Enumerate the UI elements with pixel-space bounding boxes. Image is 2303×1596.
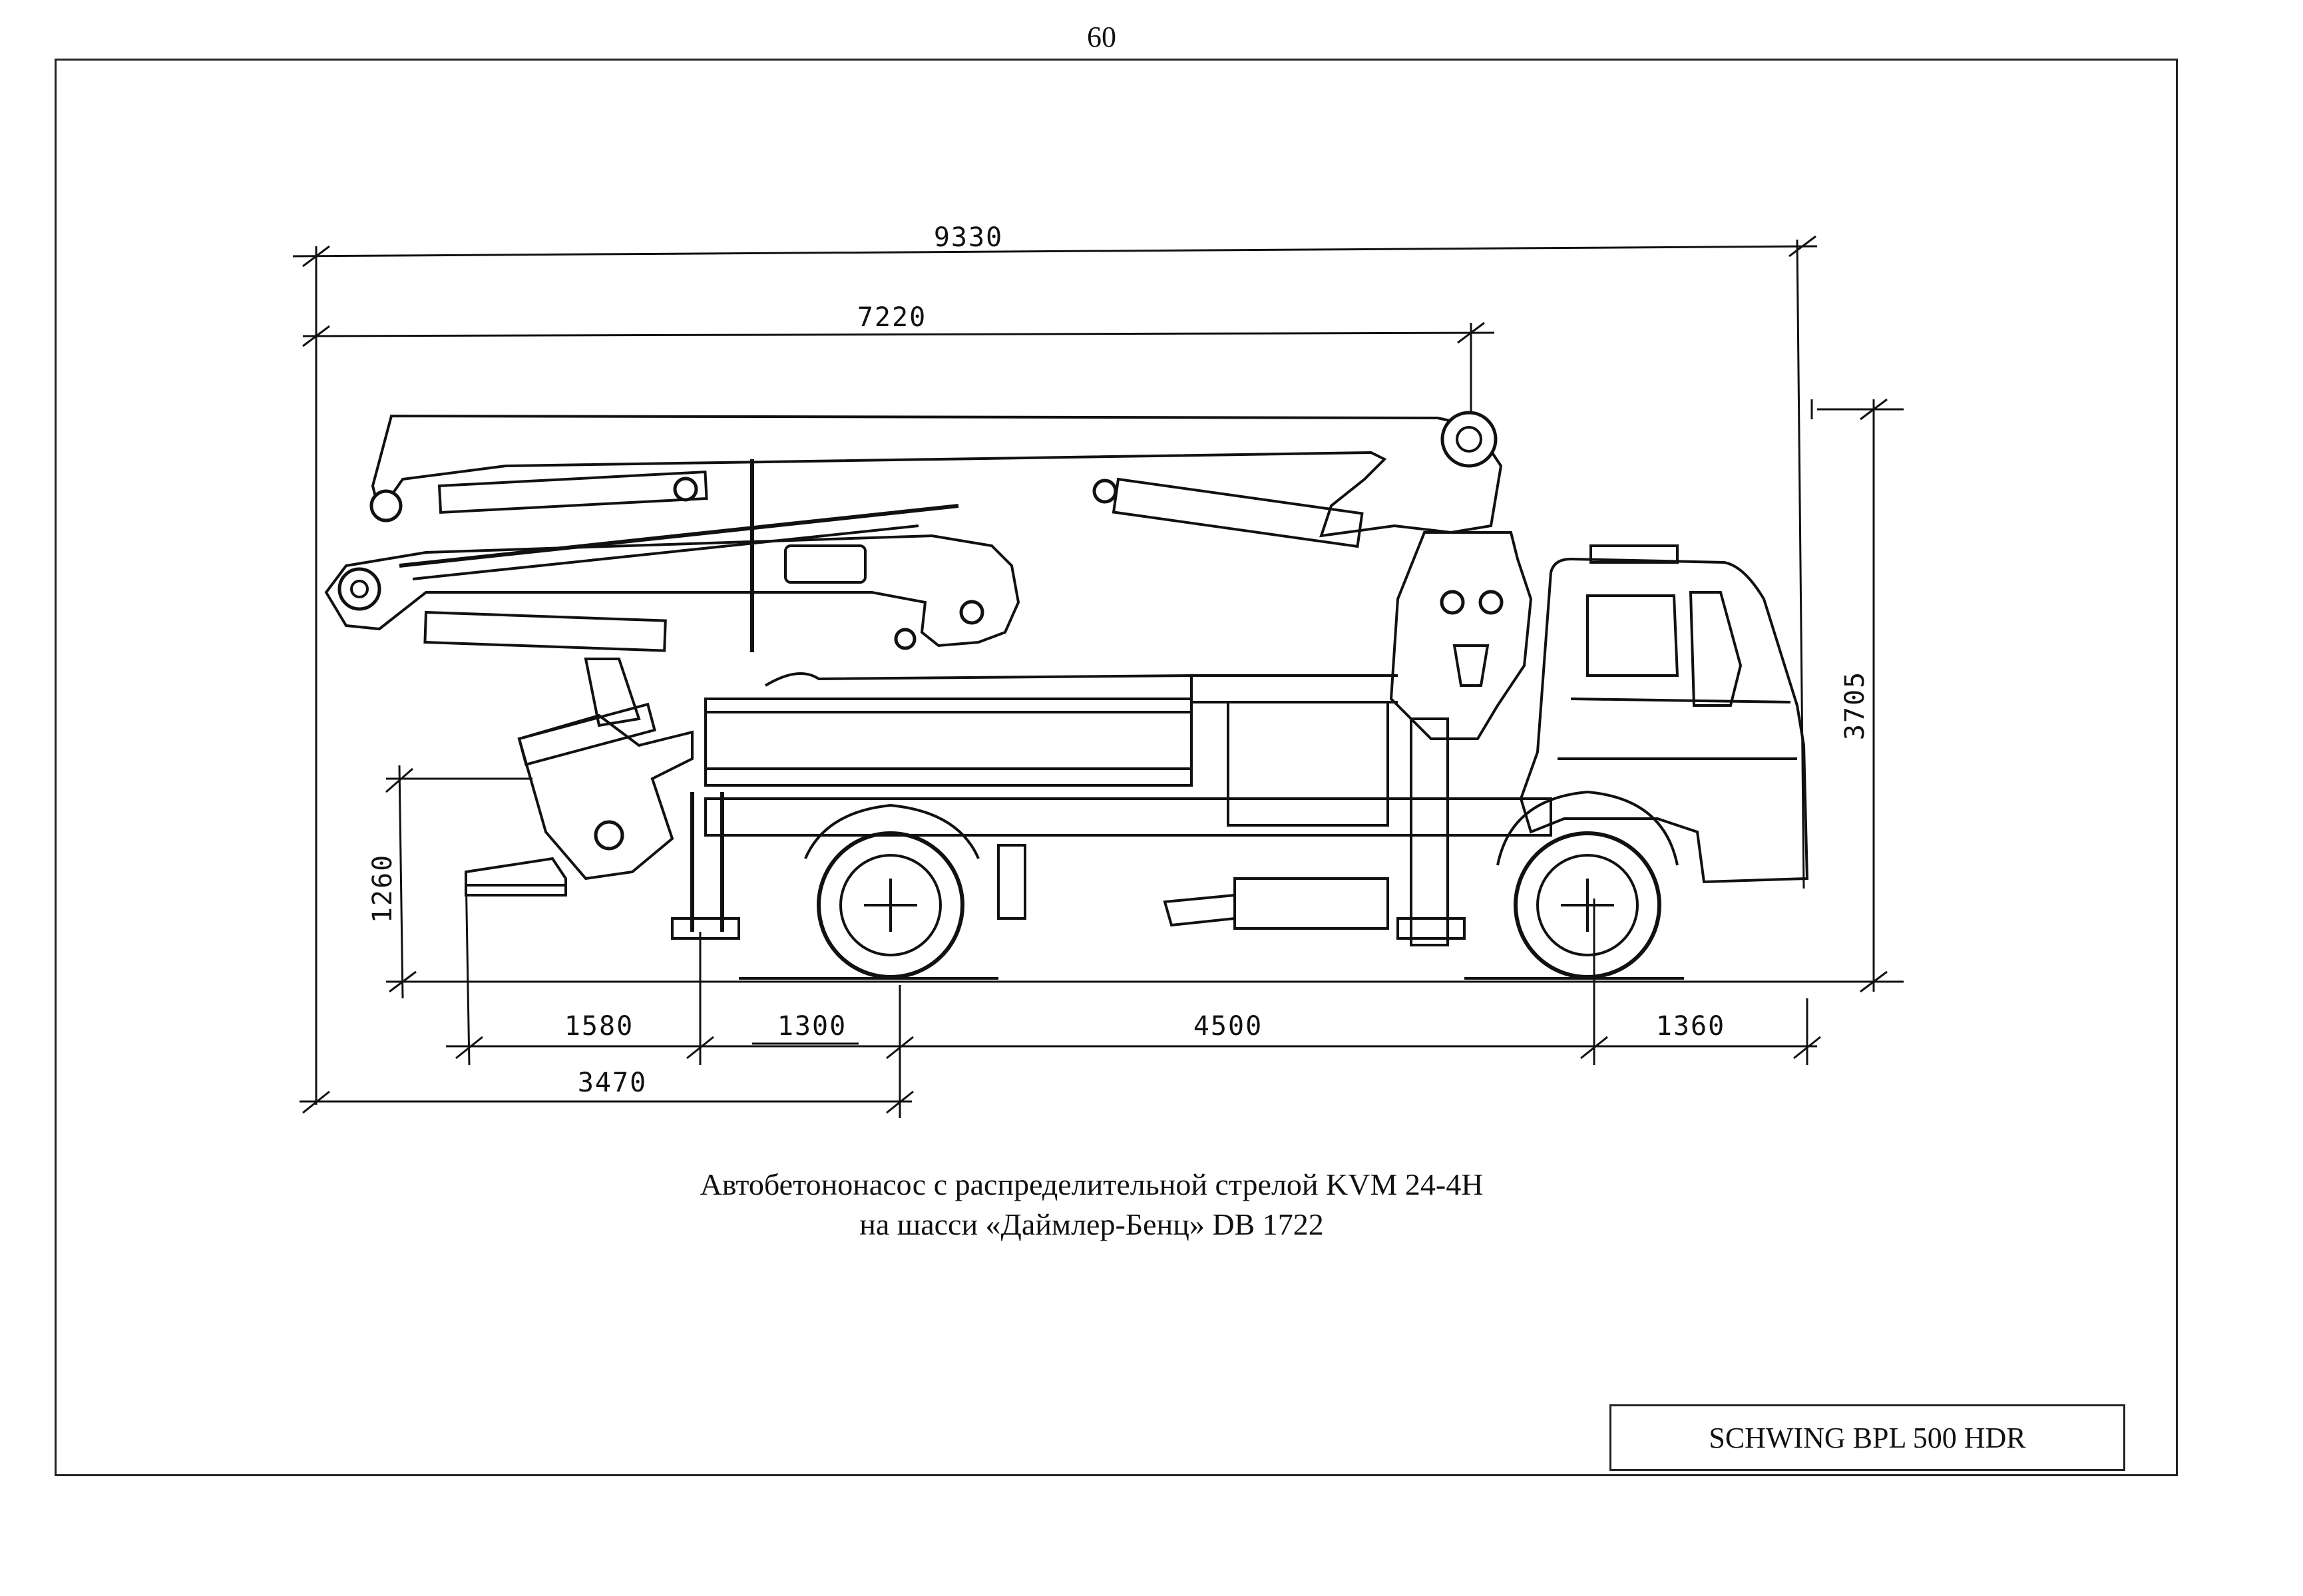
dim-1360: 1360: [1656, 1011, 1725, 1042]
caption-line-2: на шасси «Даймлер-Бенц» DB 1722: [859, 1207, 1324, 1241]
chassis-frame: [704, 797, 1552, 837]
drawing-frame: [55, 59, 2178, 1476]
caption-line-1: Автобетононасос с распределительной стре…: [700, 1167, 1484, 1201]
model-name: SCHWING BPL 500 HDR: [1709, 1421, 2026, 1454]
equipment-box: [1227, 701, 1389, 827]
dim-3470: 3470: [578, 1068, 647, 1098]
title-block: SCHWING BPL 500 HDR: [1609, 1404, 2125, 1471]
truck-outline: [324, 411, 1809, 980]
drawing-caption: Автобетононасос с распределительной стре…: [466, 1165, 1717, 1245]
dim-1580: 1580: [564, 1011, 634, 1042]
dim-9330: 9330: [934, 222, 1003, 253]
page-number: 60: [1087, 21, 1116, 53]
dim-1300: 1300: [777, 1011, 847, 1042]
concrete-hopper: [517, 713, 694, 881]
boom-turret: [1389, 531, 1533, 740]
dim-1260: 1260: [367, 854, 398, 923]
truck-cab: [1519, 557, 1809, 884]
fuel-tank: [1233, 877, 1389, 930]
boom-upper-arm: [371, 414, 1503, 538]
discharge-pipe: [465, 857, 567, 897]
cab-window: [1586, 594, 1679, 677]
boom-pivot: [1440, 411, 1498, 468]
boom-lower-arm: [324, 534, 1020, 648]
dim-7220: 7220: [857, 302, 927, 333]
dim-3705: 3705: [1840, 671, 1870, 740]
dim-4500: 4500: [1193, 1011, 1263, 1042]
truck-body: [704, 698, 1193, 787]
